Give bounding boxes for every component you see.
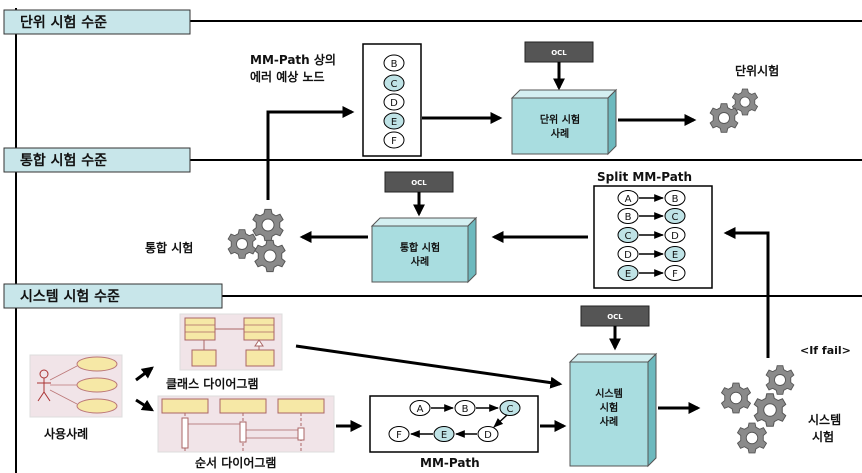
system-test-case-box: 시스템 시험 사례 xyxy=(570,354,656,466)
ocl-box-integration: OCL xyxy=(385,172,453,192)
svg-text:D: D xyxy=(624,250,632,261)
svg-text:D: D xyxy=(671,231,679,242)
system-result-gear-icon xyxy=(722,366,794,453)
svg-text:B: B xyxy=(625,212,632,223)
integration-result-label: 통합 시험 xyxy=(145,240,193,255)
unit-test-case-box: 단위 시험 사례 xyxy=(512,90,616,154)
if-fail-label: <If fail> xyxy=(800,344,851,357)
level-title-system: 시스템 시험 수준 xyxy=(20,288,120,305)
svg-text:E: E xyxy=(625,269,631,280)
system-case-line1: 시스템 xyxy=(595,388,623,400)
sequence-diagram-label: 순서 다이어그램 xyxy=(195,455,276,470)
mm-path-bottom-row: D E F xyxy=(389,427,498,442)
svg-text:F: F xyxy=(396,430,402,441)
svg-text:E: E xyxy=(391,117,397,128)
svg-text:C: C xyxy=(391,79,398,90)
mm-path-box: A B C D E F xyxy=(370,396,538,452)
split-mm-path-title: Split MM-Path xyxy=(597,170,692,184)
svg-text:D: D xyxy=(390,98,398,109)
system-result-line2: 시험 xyxy=(812,429,834,444)
node-d: D xyxy=(384,94,404,110)
svg-text:C: C xyxy=(625,231,632,242)
svg-text:B: B xyxy=(672,194,679,205)
error-nodes-caption-line2: 에러 예상 노드 xyxy=(250,69,325,84)
level-tab-integration: 통합 시험 수준 xyxy=(4,148,190,172)
class-diagram xyxy=(180,314,282,370)
integration-case-line2: 사례 xyxy=(411,255,429,268)
node-c: C xyxy=(384,75,404,91)
system-result-line1: 시스템 xyxy=(808,412,841,427)
ocl-box-system: OCL xyxy=(581,306,649,326)
unit-result-label: 단위시험 xyxy=(735,63,779,78)
system-case-line3: 사례 xyxy=(600,415,618,428)
integration-test-case-box: 통합 시험 사례 xyxy=(372,218,476,282)
integration-case-line1: 통합 시험 xyxy=(400,241,440,254)
mm-path-top-row: A B C xyxy=(410,401,520,416)
svg-text:E: E xyxy=(672,250,678,261)
class-diagram-label: 클래스 다이어그램 xyxy=(166,376,259,391)
split-mm-path-box: A B B C C D D E E xyxy=(594,186,712,288)
level-title-integration: 통합 시험 수준 xyxy=(20,152,107,169)
integration-result-gear-icon xyxy=(228,209,285,271)
svg-text:E: E xyxy=(441,430,447,441)
svg-text:D: D xyxy=(484,430,492,441)
svg-text:F: F xyxy=(672,269,678,280)
level-tab-system: 시스템 시험 수준 xyxy=(4,284,222,308)
svg-text:OCL: OCL xyxy=(551,49,567,57)
level-title-unit: 단위 시험 수준 xyxy=(20,14,107,31)
svg-text:F: F xyxy=(391,136,397,147)
level-tab-unit: 단위 시험 수준 xyxy=(4,10,190,34)
node-b: B xyxy=(384,55,404,71)
system-case-line2: 시험 xyxy=(600,401,618,414)
ocl-box-unit: OCL xyxy=(525,42,593,62)
arrow-integration-to-nodes xyxy=(268,112,352,200)
svg-text:B: B xyxy=(391,59,398,70)
svg-text:A: A xyxy=(625,194,632,205)
arrow-usecase-to-class xyxy=(136,368,152,380)
usecase-diagram xyxy=(30,355,122,417)
error-nodes-caption-line1: MM-Path 상의 xyxy=(250,52,336,67)
mm-path-label: MM-Path xyxy=(420,456,480,470)
unit-case-line1: 단위 시험 xyxy=(540,113,580,126)
svg-text:C: C xyxy=(507,404,514,415)
svg-text:OCL: OCL xyxy=(411,179,427,187)
svg-text:C: C xyxy=(672,212,679,223)
unit-result-gear-icon xyxy=(710,89,757,132)
usecase-label: 사용사례 xyxy=(44,426,88,441)
arrow-class-to-system-case xyxy=(296,346,560,384)
svg-text:OCL: OCL xyxy=(607,313,623,321)
svg-text:A: A xyxy=(417,404,424,415)
error-nodes-box: B C D E F xyxy=(363,44,421,156)
node-e: E xyxy=(384,113,404,129)
node-f: F xyxy=(384,132,404,148)
arrow-usecase-to-sequence xyxy=(136,400,152,410)
sequence-diagram xyxy=(158,396,334,452)
svg-text:B: B xyxy=(462,404,469,415)
unit-case-line2: 사례 xyxy=(551,127,569,140)
